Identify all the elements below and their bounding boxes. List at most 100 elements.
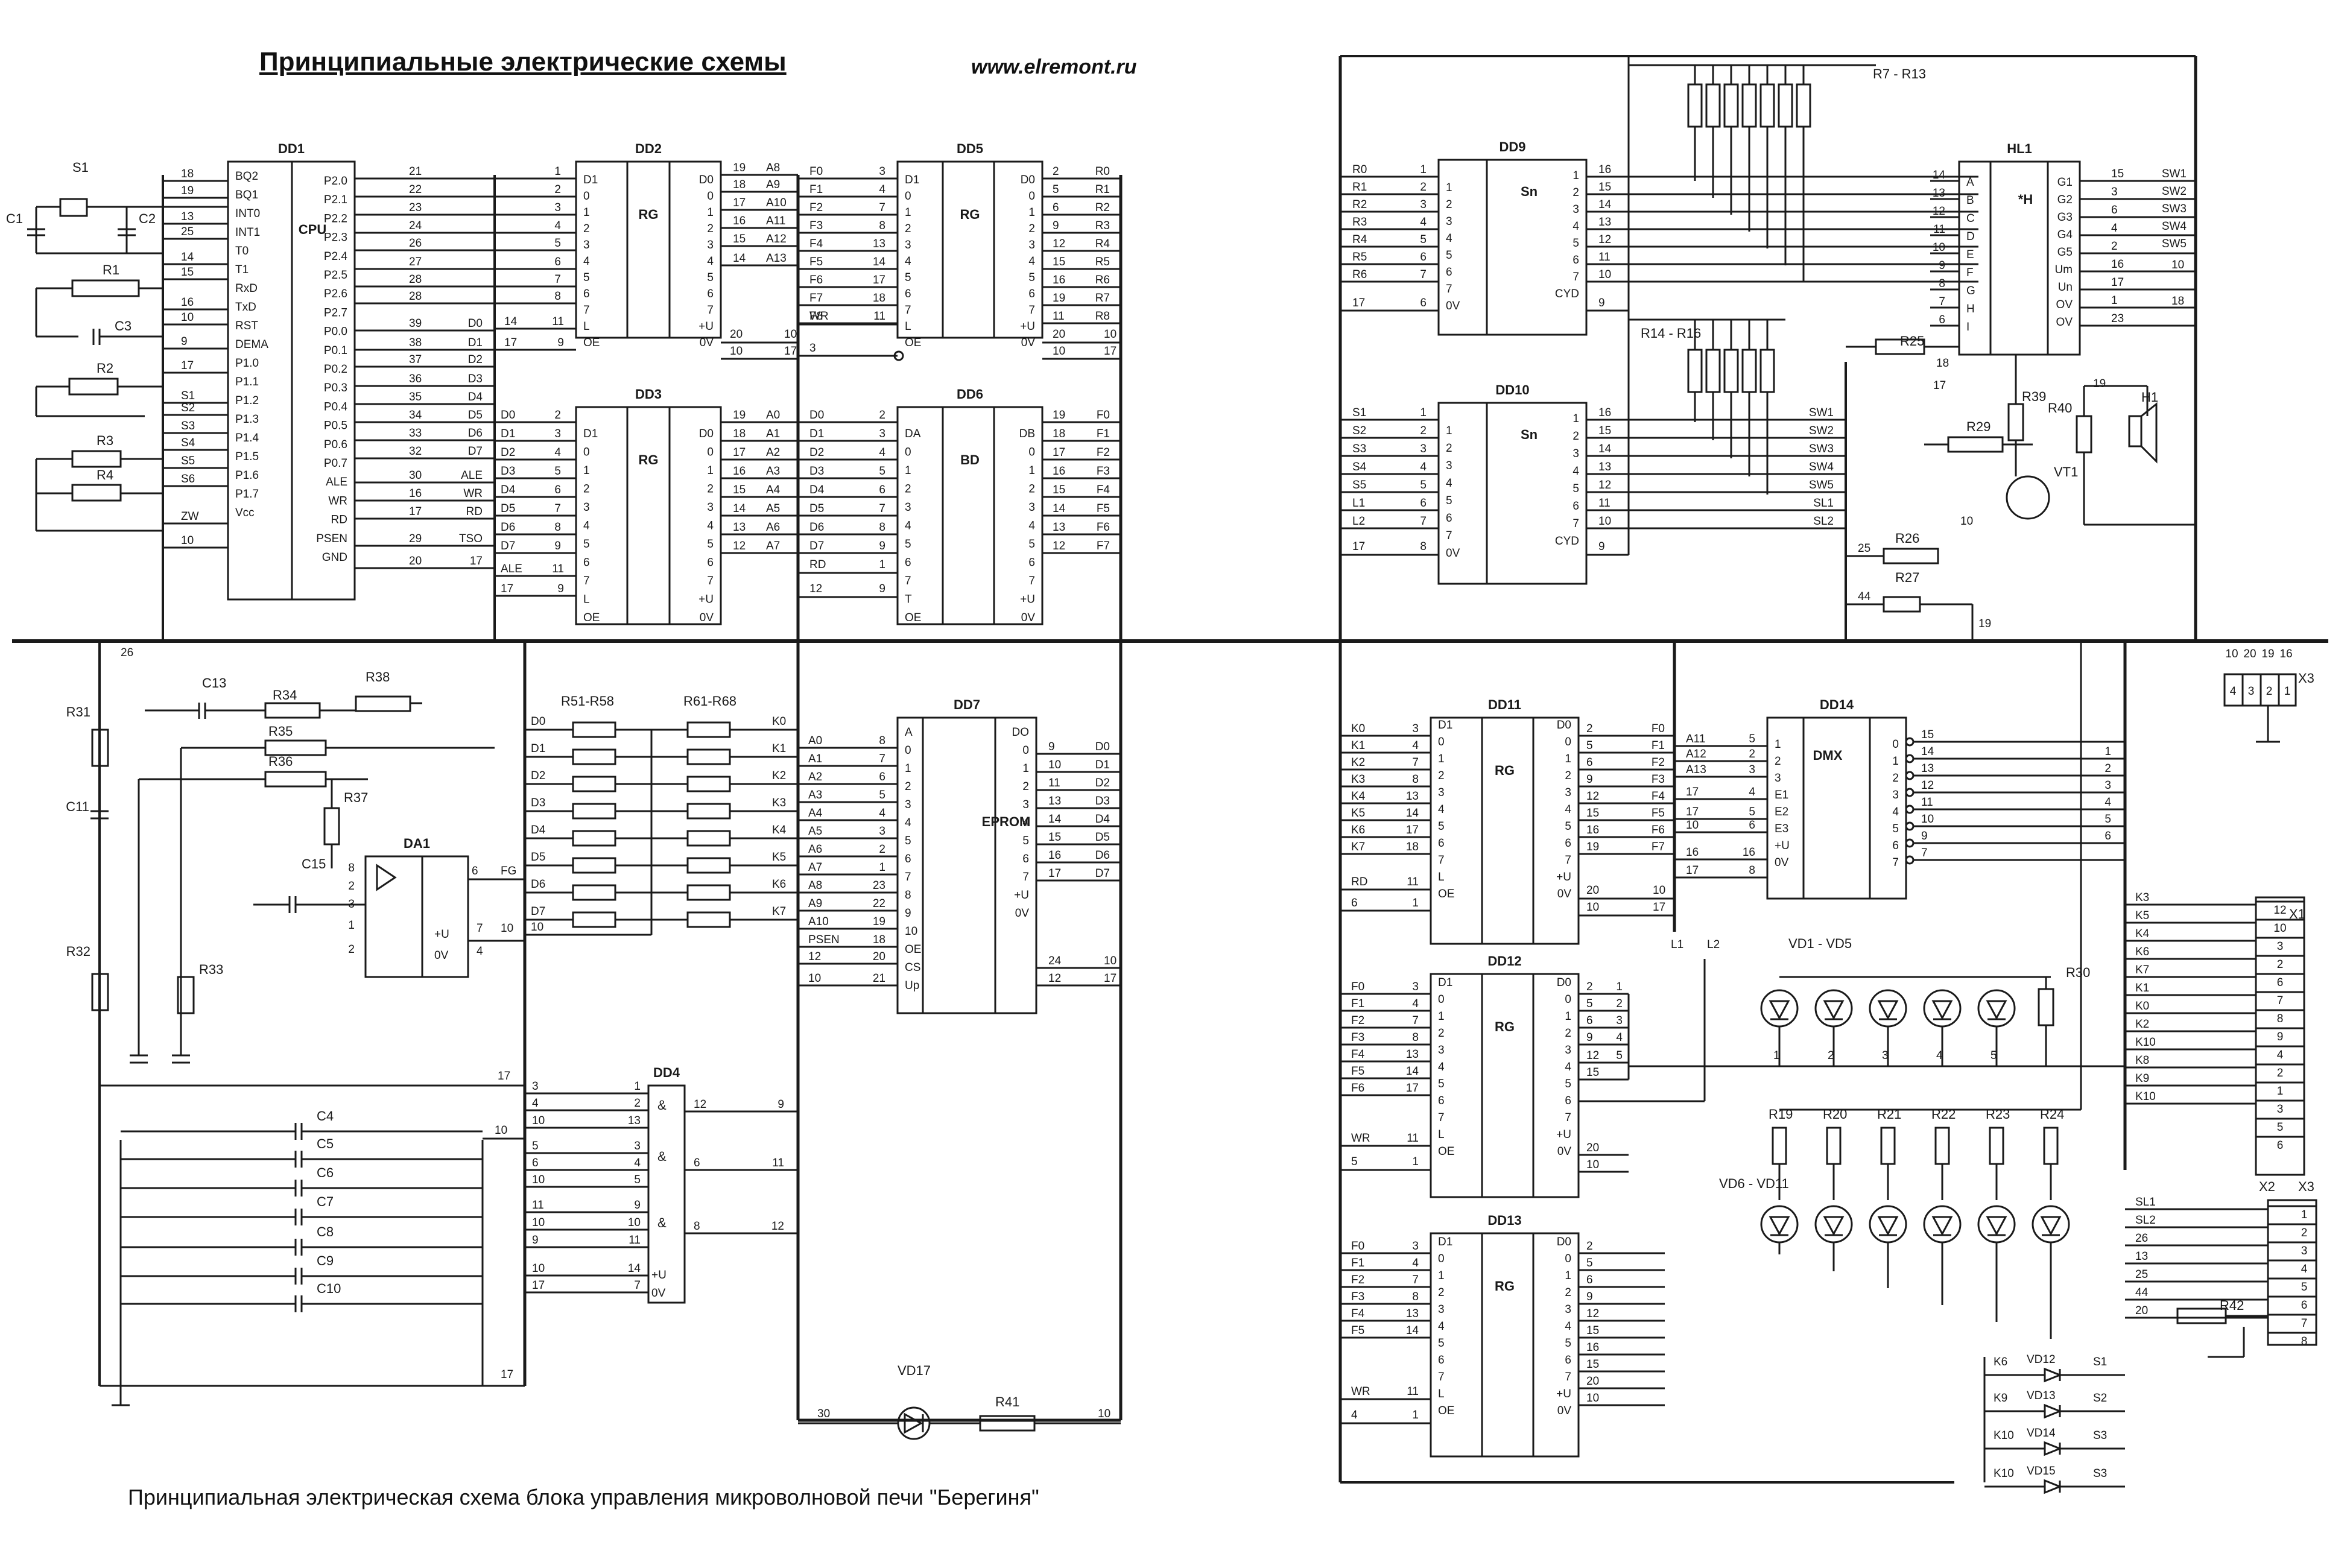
net-label: D7 <box>809 540 824 552</box>
pin-label: 7 <box>905 871 911 884</box>
pin-number: 11 <box>1048 777 1060 789</box>
pin-label: 1 <box>583 464 590 477</box>
pin-label: 7 <box>1446 530 1452 542</box>
pin-number: 16 <box>1598 163 1611 176</box>
pin-label: 5 <box>1565 820 1571 833</box>
chip-dd3 <box>575 406 722 625</box>
pin-number: 12 <box>809 583 822 595</box>
pin-number: 11 <box>1407 1132 1419 1145</box>
pin-label: D0 <box>1557 719 1571 732</box>
net-label: D0 <box>501 409 515 422</box>
pin-label: 7 <box>707 575 714 587</box>
pin-number: 10 <box>2171 259 2184 271</box>
pin-label: I <box>1966 321 1969 334</box>
pin-number: 1 <box>2301 1209 2308 1221</box>
pin-number: 1 <box>554 165 561 178</box>
net-label: WR <box>1351 1132 1370 1145</box>
pin-number: 2 <box>348 943 355 956</box>
net-label: F2 <box>809 201 823 214</box>
pin-number: 12 <box>1586 790 1599 803</box>
net-label: D2 <box>531 770 545 782</box>
pin-number: 4 <box>2230 685 2237 698</box>
pin-number: 16 <box>1053 274 1065 286</box>
pin-number: 11 <box>1598 251 1610 264</box>
pin-number: 9 <box>557 337 564 349</box>
pin-label: Vcc <box>235 507 255 519</box>
net-label: SL1 <box>2135 1196 2156 1209</box>
net-label: K4 <box>772 824 787 836</box>
pin-label: OE <box>905 337 921 349</box>
pin-label: E <box>1966 248 1974 261</box>
pin-number: 14 <box>1933 169 1946 182</box>
pin-label: P0.0 <box>324 326 347 338</box>
net-label: S2 <box>2093 1392 2107 1405</box>
net-label: D7 <box>531 905 545 918</box>
net-label: SW3 <box>1809 443 1834 455</box>
net-label: A5 <box>766 502 780 515</box>
net-label: WR <box>1351 1385 1370 1398</box>
pin-label: 1 <box>707 206 714 219</box>
net-label: SW4 <box>2162 220 2187 233</box>
net-label: SW2 <box>1809 425 1834 437</box>
pin-number: 19 <box>1053 409 1065 422</box>
pin-number: 11 <box>1933 223 1945 236</box>
net-label: 13 <box>2135 1250 2148 1263</box>
pin-number: 10 <box>1653 884 1665 897</box>
pin-label: A <box>905 726 913 739</box>
net-label: 10 <box>1686 819 1699 832</box>
pin-label: 10 <box>905 925 917 938</box>
net-label: R1 <box>1352 181 1367 194</box>
pin-number: 10 <box>2225 648 2238 660</box>
pin-label: E1 <box>1775 789 1788 801</box>
pin-label: +U <box>1020 320 1035 333</box>
net-label: A8 <box>808 879 822 892</box>
chip-dd11 <box>1430 716 1580 945</box>
chip-function: RG <box>1495 1279 1515 1294</box>
net-label: F5 <box>1652 807 1665 820</box>
pin-number: 17 <box>1104 972 1116 985</box>
pin-number: 28 <box>409 273 422 286</box>
net-label: 20 <box>2135 1304 2148 1317</box>
pin-number: 17 <box>1406 1082 1419 1095</box>
pin-number: 17 <box>498 1070 510 1083</box>
pin-number: 11 <box>629 1234 641 1247</box>
net-label: K6 <box>1994 1356 2007 1368</box>
pin-number: 5 <box>2105 813 2111 826</box>
net-label: K1 <box>1351 739 1365 752</box>
net-label: A5 <box>808 825 822 838</box>
net-label: A0 <box>808 735 822 747</box>
pin-label: 4 <box>707 520 714 533</box>
pin-number: 13 <box>1053 521 1065 534</box>
net-label: D1 <box>809 428 824 440</box>
pin-label: 4 <box>905 255 911 268</box>
pin-number: 8 <box>1749 864 1755 877</box>
net-label: A9 <box>766 179 780 191</box>
net-label: D6 <box>809 521 824 534</box>
pin-label: P2.3 <box>324 232 347 244</box>
pin-number: 26 <box>121 646 133 659</box>
pin-label: P0.3 <box>324 382 347 394</box>
pin-number: 21 <box>873 972 885 985</box>
pin-number: 10 <box>532 1114 545 1127</box>
pin-number: 20 <box>730 328 743 341</box>
pin-number: 6 <box>1420 251 1427 264</box>
pin-number: 12 <box>1933 205 1945 218</box>
pin-number: 7 <box>2277 994 2284 1007</box>
pin-number: 10 <box>1048 759 1061 771</box>
net-label: S2 <box>1352 425 1366 437</box>
pin-number: 9 <box>532 1234 539 1247</box>
pin-label: 4 <box>1572 465 1579 478</box>
pin-number: 10 <box>1098 1408 1110 1420</box>
net-label: K6 <box>1351 824 1365 836</box>
pin-number: 8 <box>1412 773 1419 786</box>
pin-number: 5 <box>554 237 561 250</box>
pin-number: 3 <box>554 428 561 440</box>
pin-number: 14 <box>1921 745 1934 758</box>
ref-c5: C5 <box>317 1136 334 1151</box>
net-label: D2 <box>809 446 824 459</box>
pin-number: 6 <box>1053 201 1059 214</box>
pin-label: 6 <box>905 288 911 300</box>
website-link[interactable]: www.elremont.ru <box>971 55 1137 78</box>
pin-number: 6 <box>554 484 561 496</box>
net-label: S3 <box>1352 443 1366 455</box>
